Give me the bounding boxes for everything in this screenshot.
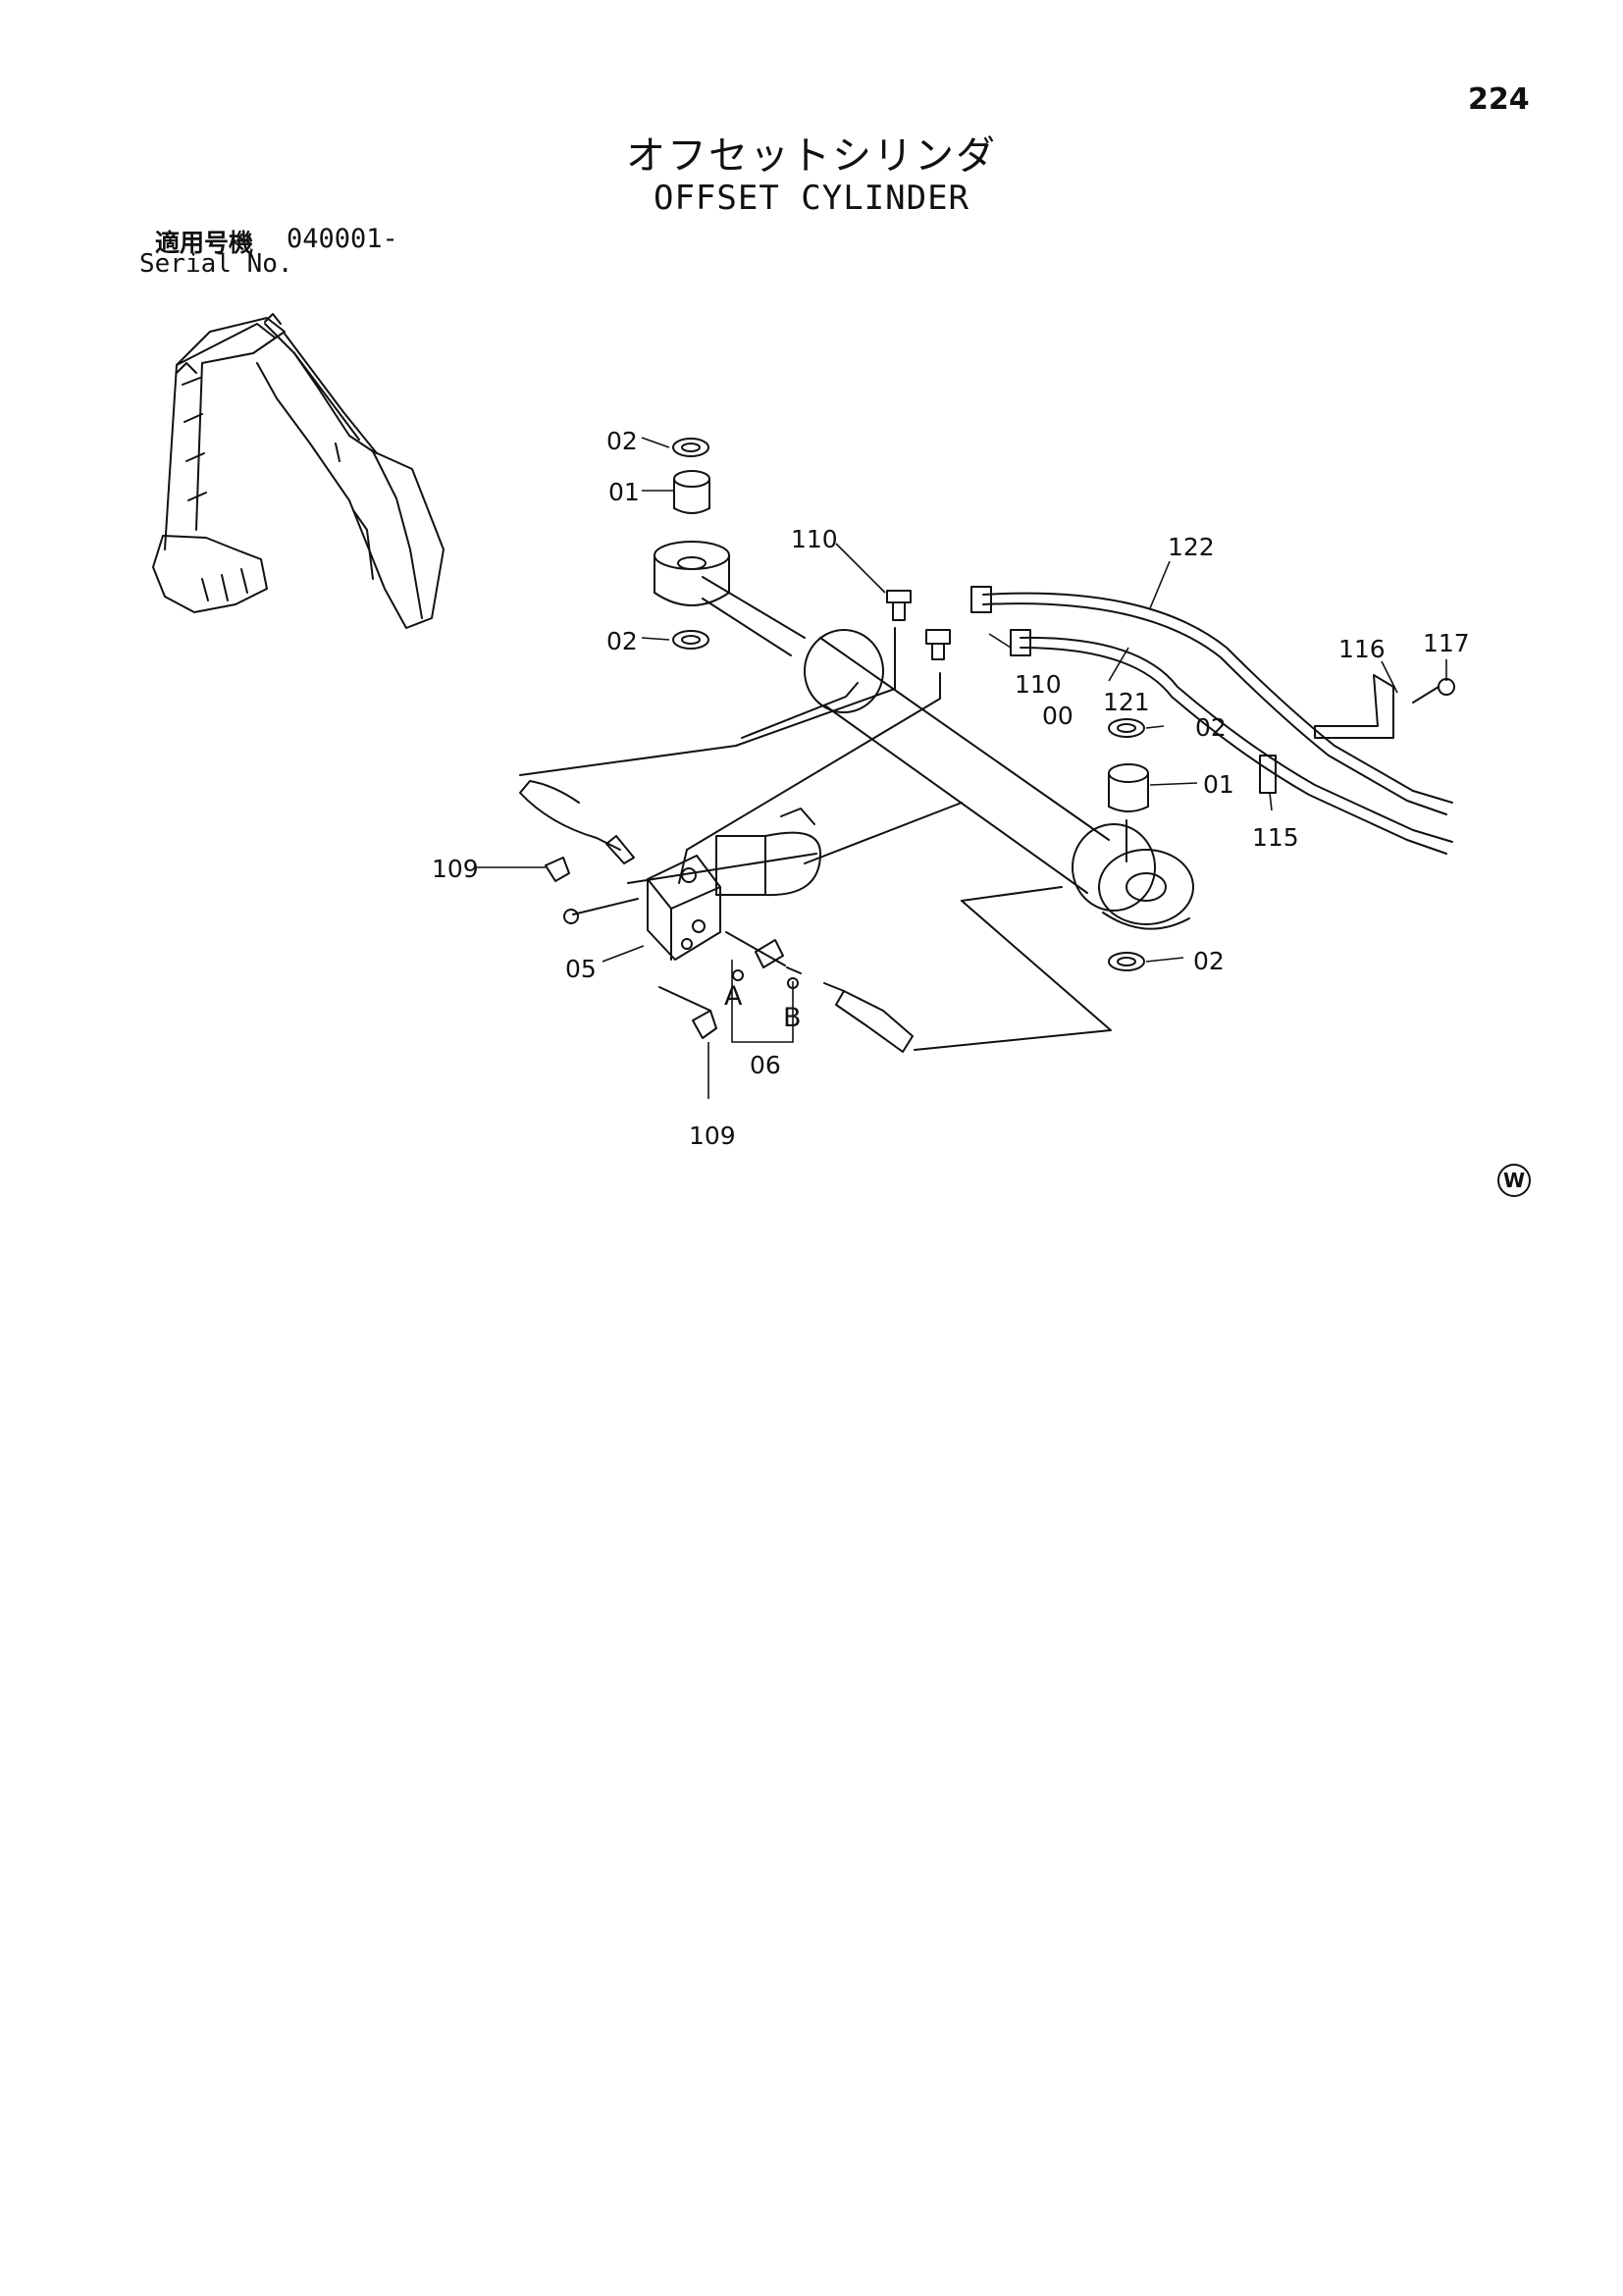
title-english: OFFSET CYLINDER	[653, 179, 970, 218]
elbow-fitting-icon	[545, 857, 717, 1039]
plate-icon	[1259, 755, 1277, 794]
valve-block-icon	[647, 855, 721, 961]
port-label-b: B	[783, 1003, 802, 1033]
cylinder-icon	[654, 541, 1194, 930]
callout-117: 117	[1423, 629, 1470, 657]
page-number: 224	[1468, 82, 1530, 117]
excavator-thumbnail-icon	[152, 313, 445, 629]
callout-05: 05	[565, 955, 597, 983]
bolt-icon	[563, 898, 639, 924]
bolt-icon	[1412, 678, 1455, 704]
seal-icon	[672, 630, 709, 650]
callout-110-lower: 110	[1015, 670, 1062, 699]
seal-icon	[1108, 718, 1145, 738]
callout-110-upper: 110	[791, 525, 838, 553]
callout-122: 122	[1168, 533, 1215, 561]
callout-06: 06	[750, 1051, 781, 1079]
port-label-a: A	[724, 981, 743, 1012]
callout-109-left: 109	[432, 855, 479, 883]
title-japanese: オフセットシリンダ	[626, 133, 997, 179]
circled-w-mark: W	[1497, 1164, 1531, 1197]
callout-121: 121	[1103, 688, 1150, 716]
bracket-icon	[1314, 674, 1394, 739]
elbow-fitting-icon	[886, 590, 951, 660]
callout-02-right-top: 02	[1195, 713, 1227, 742]
callout-01-right: 01	[1203, 770, 1234, 799]
serial-label-english: Serial No.	[139, 249, 293, 279]
callout-116: 116	[1338, 635, 1386, 663]
callout-115: 115	[1252, 823, 1299, 852]
bushing-icon	[673, 470, 710, 514]
callout-02-lower-left: 02	[606, 627, 638, 655]
callout-00: 00	[1042, 702, 1073, 730]
callout-02-top: 02	[606, 427, 638, 455]
elbow-fitting-icon	[835, 990, 914, 1053]
callout-02-right-bottom: 02	[1193, 947, 1225, 975]
clamp-icon	[715, 808, 821, 897]
bushing-icon	[1108, 763, 1149, 812]
seal-icon	[1108, 952, 1145, 971]
callout-109-bottom: 109	[689, 1122, 736, 1150]
seal-icon	[672, 438, 709, 457]
serial-label-japanese: 適用号機	[155, 229, 254, 257]
callout-01-top: 01	[608, 478, 640, 506]
serial-number-value: 040001-	[287, 224, 398, 254]
